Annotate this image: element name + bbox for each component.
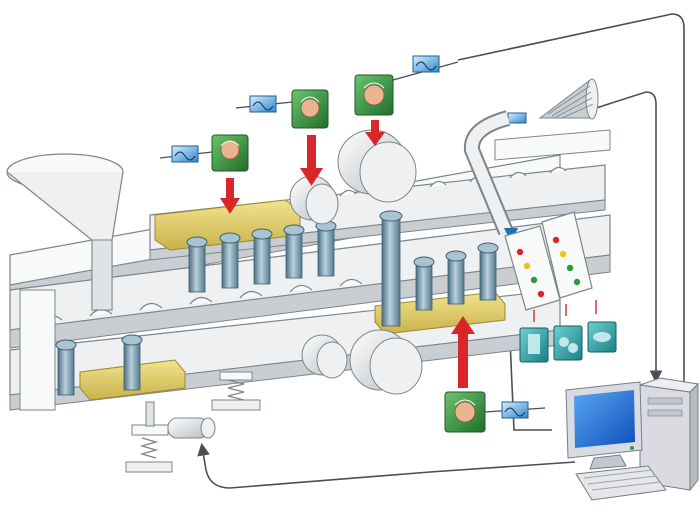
force-arrows — [220, 120, 475, 388]
compression-rollers — [289, 129, 423, 395]
red-down-arrow — [300, 135, 323, 186]
output-containers — [519, 321, 617, 363]
lower-punch — [55, 339, 77, 396]
sorting-chute-icon — [504, 211, 597, 322]
container-icon — [519, 327, 549, 363]
upper-punch — [251, 228, 273, 285]
lower-punch — [121, 334, 143, 391]
upper-punch — [283, 224, 305, 279]
funnel-hopper-icon — [6, 153, 124, 311]
waveform-signal-icon — [392, 55, 459, 81]
upper-punch — [219, 232, 241, 289]
spring-mount-icon — [125, 401, 173, 473]
pressure-sensor-icon — [211, 134, 249, 172]
main-compression-roller-lower — [349, 329, 423, 395]
main-compression-roller-upper — [337, 129, 417, 203]
lower-punch — [477, 242, 499, 301]
lower-punch — [413, 256, 435, 311]
powder-cone-icon — [538, 78, 599, 120]
lower-punch — [445, 250, 467, 305]
container-icon — [587, 321, 617, 353]
traffic-light-icon — [516, 248, 545, 298]
cylinder-actuator-icon — [167, 417, 216, 439]
waveform-signal-icon — [484, 401, 546, 419]
computer-workstation-icon — [565, 377, 700, 501]
red-up-arrow — [451, 316, 475, 388]
red-down-arrow — [365, 120, 385, 146]
container-icon — [553, 325, 583, 361]
waveform-signal-icon — [507, 112, 527, 124]
waveform-signal-icon — [235, 95, 293, 113]
upper-punch — [186, 236, 208, 293]
pressure-sensors — [211, 74, 486, 433]
pre-compression-roller-upper — [289, 175, 339, 225]
upper-punches — [186, 210, 403, 327]
pressure-sensor-icon — [291, 89, 329, 129]
pre-compression-roller-lower — [301, 334, 348, 379]
upper-punch — [379, 210, 403, 327]
waveform-signal-icon — [159, 145, 213, 163]
pressure-sensor-icon — [354, 74, 394, 116]
red-down-arrow — [220, 178, 240, 214]
lower-punches — [55, 242, 499, 396]
signal-chips — [159, 55, 546, 419]
pressure-sensor-icon — [444, 391, 486, 433]
spring-mount-icon — [211, 371, 261, 411]
traffic-light-icon — [552, 236, 581, 286]
upper-punch — [315, 220, 337, 277]
